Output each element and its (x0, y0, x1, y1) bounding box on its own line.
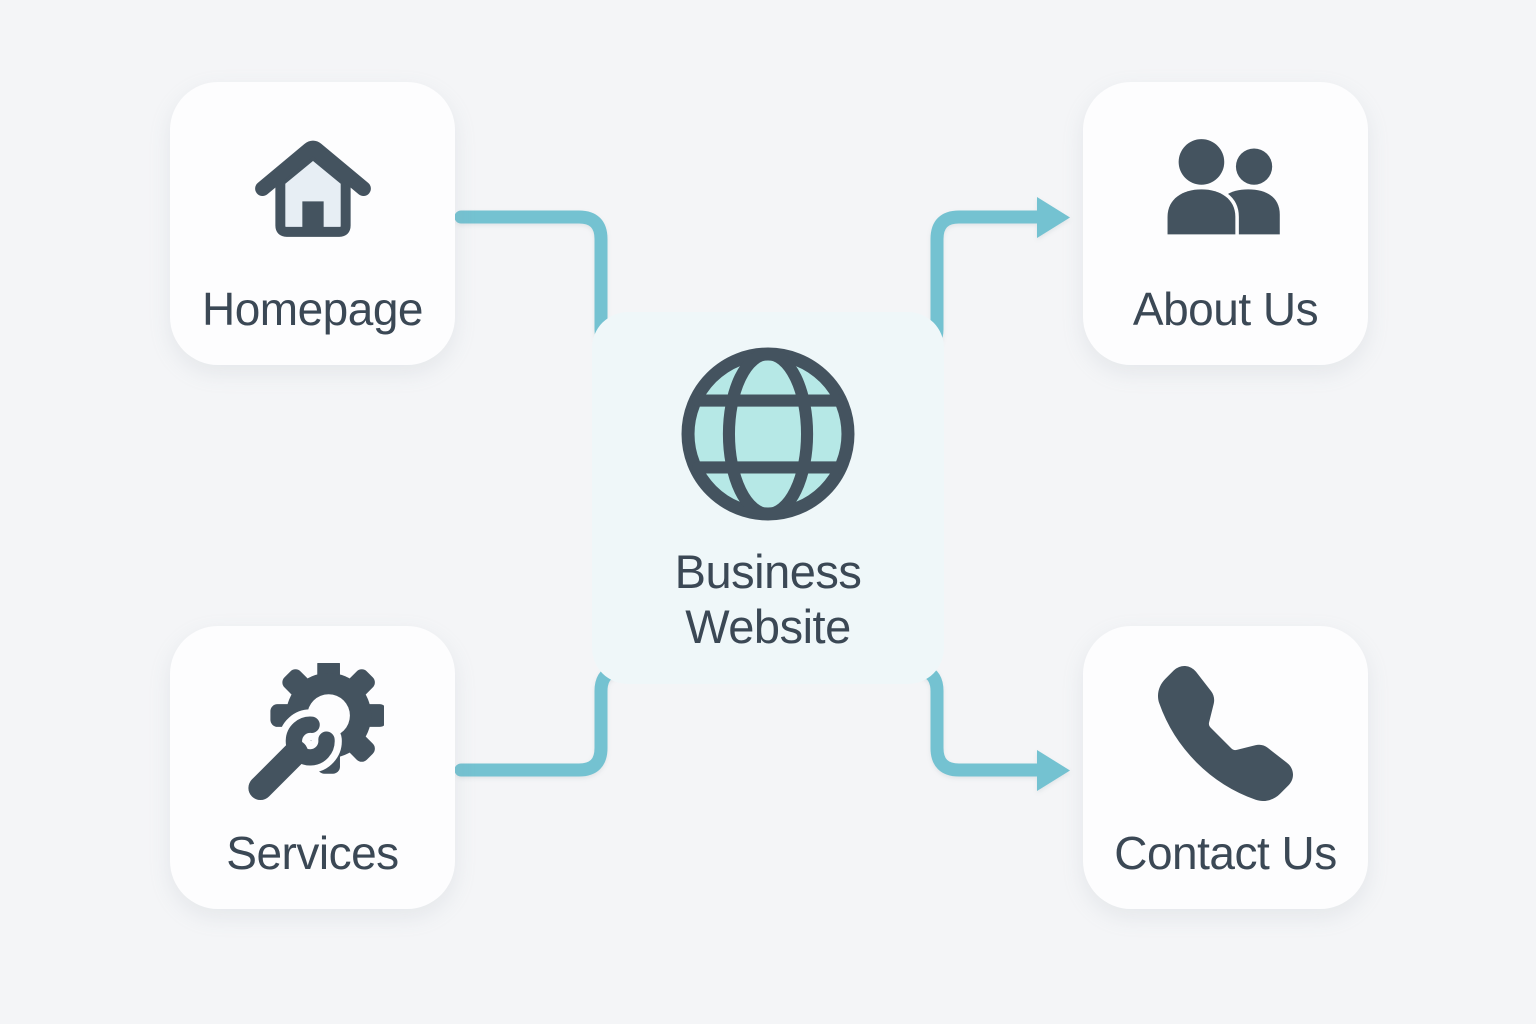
center-label-line2: Website (685, 600, 851, 653)
globe-icon (675, 341, 861, 527)
arrowhead-contact (1037, 750, 1070, 791)
connector-homepage-to-center (454, 210, 620, 356)
connector-services-to-center (454, 664, 620, 777)
home-icon (242, 116, 384, 264)
phone-icon (1158, 660, 1293, 808)
center-label-line1: Business (674, 545, 862, 599)
connector-center-to-about (918, 210, 1045, 356)
node-business-website[interactable]: Business Website (592, 312, 944, 684)
center-label: Business Website (675, 545, 862, 655)
gear-wrench-icon (241, 660, 384, 808)
people-icon (1150, 116, 1302, 264)
node-label-contact-us: Contact Us (1114, 826, 1337, 879)
node-contact-us[interactable]: Contact Us (1083, 626, 1368, 909)
node-about-us[interactable]: About Us (1083, 82, 1368, 365)
node-label-about-us: About Us (1132, 282, 1319, 335)
node-label-services: Services (226, 826, 399, 879)
node-label-homepage: Homepage (201, 282, 424, 335)
node-services[interactable]: Services (170, 626, 455, 909)
node-homepage[interactable]: Homepage (170, 82, 455, 365)
arrowhead-about (1037, 197, 1070, 238)
connector-center-to-contact (918, 664, 1045, 777)
